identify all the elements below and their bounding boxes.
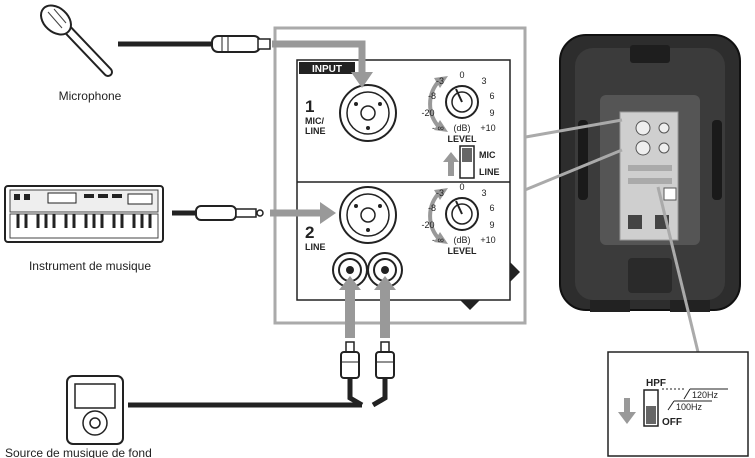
rca-cable	[128, 378, 388, 408]
hpf-down-arrow	[618, 398, 636, 424]
channel-1-name: MIC/	[305, 116, 324, 126]
knob-2-level-label: LEVEL	[447, 246, 477, 256]
switch-line-label: LINE	[479, 167, 500, 177]
rca-right-arrowhead	[374, 276, 396, 290]
knob-1-scale-minus8: -8	[428, 91, 436, 101]
rca-right-arrow	[380, 290, 390, 338]
knob-2-rotation-arrowtail	[434, 232, 448, 244]
knob-1-level-label: LEVEL	[447, 134, 477, 144]
hpf-switch-callout	[607, 351, 749, 457]
knob-2-scale-minus3: -3	[436, 188, 444, 198]
knob-1-db-label: (dB)	[453, 123, 470, 133]
channel-2-name: LINE	[305, 242, 326, 252]
knob-2-scale-plus9: 9	[489, 220, 494, 230]
channel-2-number: 2	[305, 223, 314, 242]
knob-2-db-label: (dB)	[453, 235, 470, 245]
knob-2-scale-minus-inf: - ∞	[432, 235, 444, 245]
knob-1-scale-0: 0	[459, 70, 464, 80]
knob-1-scale-plus3: 3	[481, 76, 486, 86]
channel-1-number: 1	[305, 97, 314, 116]
channel-2-combo-jack	[339, 186, 397, 244]
panel-callout-lines	[519, 118, 700, 353]
knob-1-scale-minus20: -20	[421, 108, 434, 118]
knob-2-rotation-arrow	[428, 190, 442, 242]
rca-left-arrowhead	[339, 276, 361, 290]
rca-plug-right	[375, 341, 395, 379]
knob-1-scale-minus-inf: - ∞	[432, 123, 444, 133]
knob-2-scale-plus10: +10	[480, 235, 495, 245]
knob-1-scale-plus10: +10	[480, 123, 495, 133]
microphone-label: Microphone	[59, 89, 122, 103]
knob-2-scale-plus6: 6	[489, 203, 494, 213]
knob-1-scale-minus3: -3	[436, 76, 444, 86]
rca-left-arrow	[345, 290, 355, 338]
knob-2-scale-minus20: -20	[421, 220, 434, 230]
knob-2-scale-0: 0	[459, 182, 464, 192]
knob-2-rotation-arrowhead	[434, 188, 448, 200]
knob-1-rotation-arrowtail	[434, 120, 448, 132]
knob-2-scale-minus8: -8	[428, 203, 436, 213]
music-source-label: Source de musique de fond	[5, 446, 152, 458]
hpf-120hz-label: 120Hz	[692, 390, 719, 400]
hpf-100hz-label: 100Hz	[676, 402, 703, 412]
instrument-arrowhead	[320, 202, 336, 224]
hpf-title: HPF	[646, 378, 666, 389]
hpf-off-label: OFF	[662, 417, 682, 428]
speaker-rear-view	[559, 34, 741, 312]
knob-2-scale-plus3: 3	[481, 188, 486, 198]
channel-1-combo-jack	[339, 84, 397, 142]
phone-jack-plug	[195, 205, 264, 221]
keyboard-instrument-icon	[4, 185, 164, 243]
switch-up-arrow	[443, 152, 459, 176]
channel-1-name-line: LINE	[305, 126, 326, 136]
rca-left-jack	[332, 252, 368, 288]
input-panel-title: INPUT	[312, 64, 342, 75]
microphone-icon	[40, 4, 113, 77]
knob-1-rotation-arrowhead	[434, 76, 448, 88]
channel-1-level-knob	[445, 85, 479, 119]
knob-1-rotation-arrow	[428, 78, 442, 130]
instrument-label: Instrument de musique	[29, 259, 151, 273]
rca-plug-left	[340, 341, 360, 379]
switch-mic-label: MIC	[479, 150, 496, 160]
microphone-arrowhead	[351, 72, 373, 88]
mic-line-switch	[459, 145, 475, 179]
xlr-plug	[211, 35, 271, 53]
rca-right-jack	[367, 252, 403, 288]
knob-1-scale-plus6: 6	[489, 91, 494, 101]
portable-music-player-icon	[66, 375, 124, 445]
channel-2-level-knob	[445, 197, 479, 231]
knob-1-scale-plus9: 9	[489, 108, 494, 118]
microphone-connection-arrow	[272, 40, 366, 74]
